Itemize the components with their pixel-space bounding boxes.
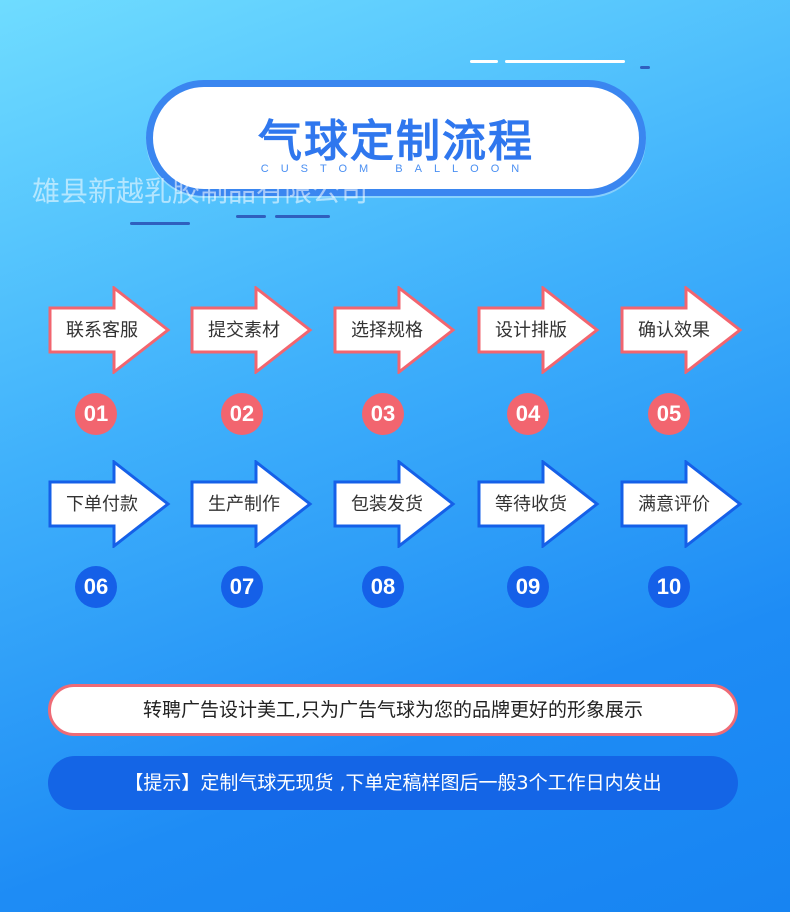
arrow-outline: [48, 286, 171, 374]
step-label: 满意评价: [638, 494, 710, 515]
step-arrow: 设计排版: [477, 286, 601, 374]
arrow-outline: [190, 286, 313, 374]
page-subtitle: CUSTOM BALLOON: [260, 163, 532, 175]
step-number-badge: 02: [221, 393, 263, 435]
step-number-badge: 04: [507, 393, 549, 435]
decor-line: [640, 66, 650, 69]
arrow-outline: [333, 286, 456, 374]
step-number-badge: 05: [648, 393, 690, 435]
step-label: 确认效果: [638, 320, 710, 341]
arrow-shape: [477, 286, 600, 374]
arrow-outline: [477, 460, 600, 548]
step-arrow: 选择规格: [333, 286, 457, 374]
arrow-outline: [190, 460, 313, 548]
decor-line: [236, 215, 266, 218]
tip-banner: 【提示】定制气球无现货 ,下单定稿样图后一般3个工作日内发出: [48, 756, 738, 810]
step-label: 联系客服: [66, 320, 138, 341]
arrow-outline: [48, 460, 171, 548]
arrow-shape: [333, 286, 456, 374]
page-title: 气球定制流程: [258, 116, 534, 167]
arrow-shape: [190, 460, 313, 548]
decor-line: [470, 60, 498, 63]
step-label: 生产制作: [208, 494, 280, 515]
step-arrow: 等待收货: [477, 460, 601, 548]
arrow-shape: [333, 460, 456, 548]
step-number-badge: 01: [75, 393, 117, 435]
arrow-outline: [620, 460, 743, 548]
step-label: 提交素材: [208, 320, 280, 341]
step-arrow: 联系客服: [48, 286, 172, 374]
step-number-badge: 09: [507, 566, 549, 608]
step-label: 包装发货: [351, 494, 423, 515]
arrow-outline: [333, 460, 456, 548]
watermark: 雄县新越乳胶制品有限公司: [32, 175, 369, 208]
step-number-badge: 08: [362, 566, 404, 608]
step-number-badge: 03: [362, 393, 404, 435]
arrow-shape: [620, 460, 743, 548]
arrow-shape: [190, 286, 313, 374]
step-label: 下单付款: [66, 494, 138, 515]
step-arrow: 生产制作: [190, 460, 314, 548]
step-number-badge: 10: [648, 566, 690, 608]
step-arrow: 包装发货: [333, 460, 457, 548]
title-banner: 气球定制流程 CUSTOM BALLOON: [146, 80, 646, 196]
step-label: 设计排版: [495, 320, 567, 341]
arrow-shape: [48, 286, 171, 374]
info-banner: 转聘广告设计美工,只为广告气球为您的品牌更好的形象展示: [48, 684, 738, 736]
step-number-badge: 07: [221, 566, 263, 608]
step-label: 选择规格: [351, 320, 423, 341]
step-arrow: 满意评价: [620, 460, 744, 548]
arrow-shape: [620, 286, 743, 374]
decor-line: [505, 60, 625, 63]
decor-line: [130, 222, 190, 225]
arrow-shape: [477, 460, 600, 548]
decor-line: [275, 215, 330, 218]
step-arrow: 确认效果: [620, 286, 744, 374]
arrow-shape: [48, 460, 171, 548]
arrow-outline: [477, 286, 600, 374]
arrow-outline: [620, 286, 743, 374]
step-arrow: 下单付款: [48, 460, 172, 548]
step-number-badge: 06: [75, 566, 117, 608]
step-label: 等待收货: [495, 494, 567, 515]
step-arrow: 提交素材: [190, 286, 314, 374]
